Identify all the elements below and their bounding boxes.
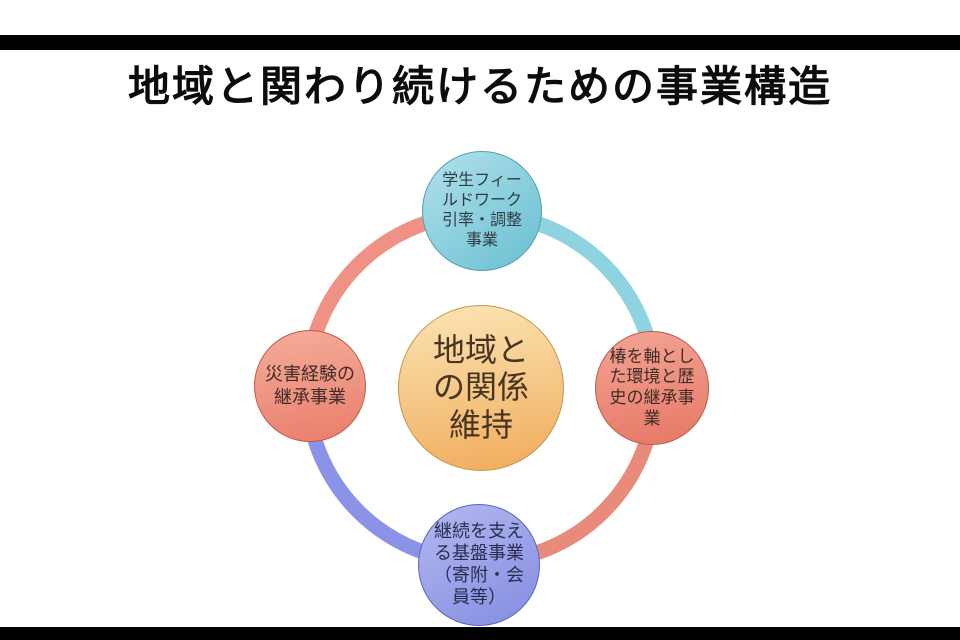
cycle-node-bottom-label: 継続を支え る基盤事業 （寄附・会 員等） [434,521,524,607]
cycle-node-right: 椿を軸とし た環境と歴 史の継承事 業 [595,331,709,445]
cycle-node-bottom: 継続を支え る基盤事業 （寄附・会 員等） [418,504,540,626]
letterbox-bar-top [0,35,960,50]
cycle-center-node: 地域と の関係 維持 [398,305,564,471]
cycle-node-top-label: 学生フィー ルドワーク 引率・調整 事業 [441,171,522,250]
cycle-node-top: 学生フィー ルドワーク 引率・調整 事業 [422,151,542,271]
cycle-center-node-label: 地域と の関係 維持 [432,332,529,443]
cycle-node-right-label: 椿を軸とし た環境と歴 史の継承事 業 [609,346,695,428]
letterbox-bar-bottom [0,627,960,640]
page-title: 地域と関わり続けるための事業構造 [127,63,832,110]
cycle-node-left: 災害経験の 継承事業 [254,330,366,442]
cycle-node-left-label: 災害経験の 継承事業 [265,363,355,407]
